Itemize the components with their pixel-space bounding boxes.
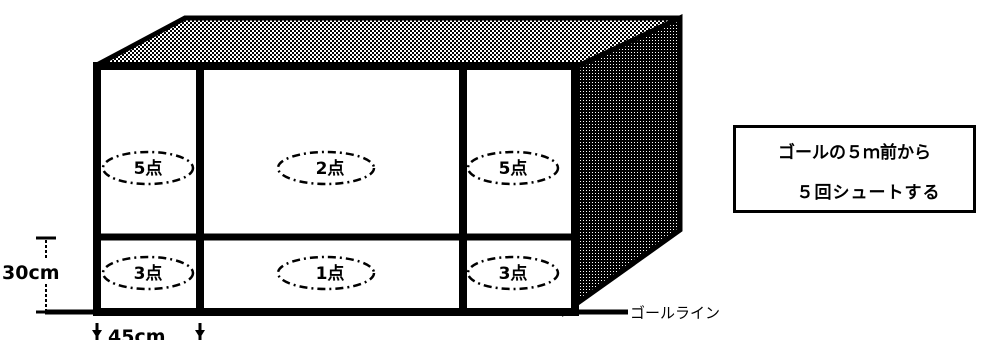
instruction-line-1: ゴールの５ｍ前から <box>778 143 931 163</box>
instruction-box: ゴールの５ｍ前から ５回シュートする <box>733 125 976 213</box>
goal-line-label: ゴールライン <box>630 304 720 322</box>
svg-text:3点: 3点 <box>499 263 528 284</box>
svg-text:5点: 5点 <box>134 158 163 179</box>
svg-text:1点: 1点 <box>316 263 345 284</box>
height-label: 30cm <box>2 262 60 284</box>
width-dimension: 45cm <box>92 323 205 340</box>
zone-upper-right: 5点 <box>466 150 560 186</box>
zone-upper-center: 2点 <box>276 150 376 186</box>
svg-text:5点: 5点 <box>499 158 528 179</box>
svg-text:3点: 3点 <box>134 263 163 284</box>
instruction-line-2: ５回シュートする <box>796 183 941 203</box>
zone-lower-right: 3点 <box>466 255 560 291</box>
svg-text:2点: 2点 <box>316 158 345 179</box>
zone-lower-left: 3点 <box>101 255 195 291</box>
goal-side-net <box>562 14 683 318</box>
height-dimension: 30cm <box>2 236 60 314</box>
goal-frame <box>93 62 579 316</box>
zone-lower-center: 1点 <box>276 255 376 291</box>
width-label: 45cm <box>108 326 166 340</box>
zone-upper-left: 5点 <box>101 150 195 186</box>
